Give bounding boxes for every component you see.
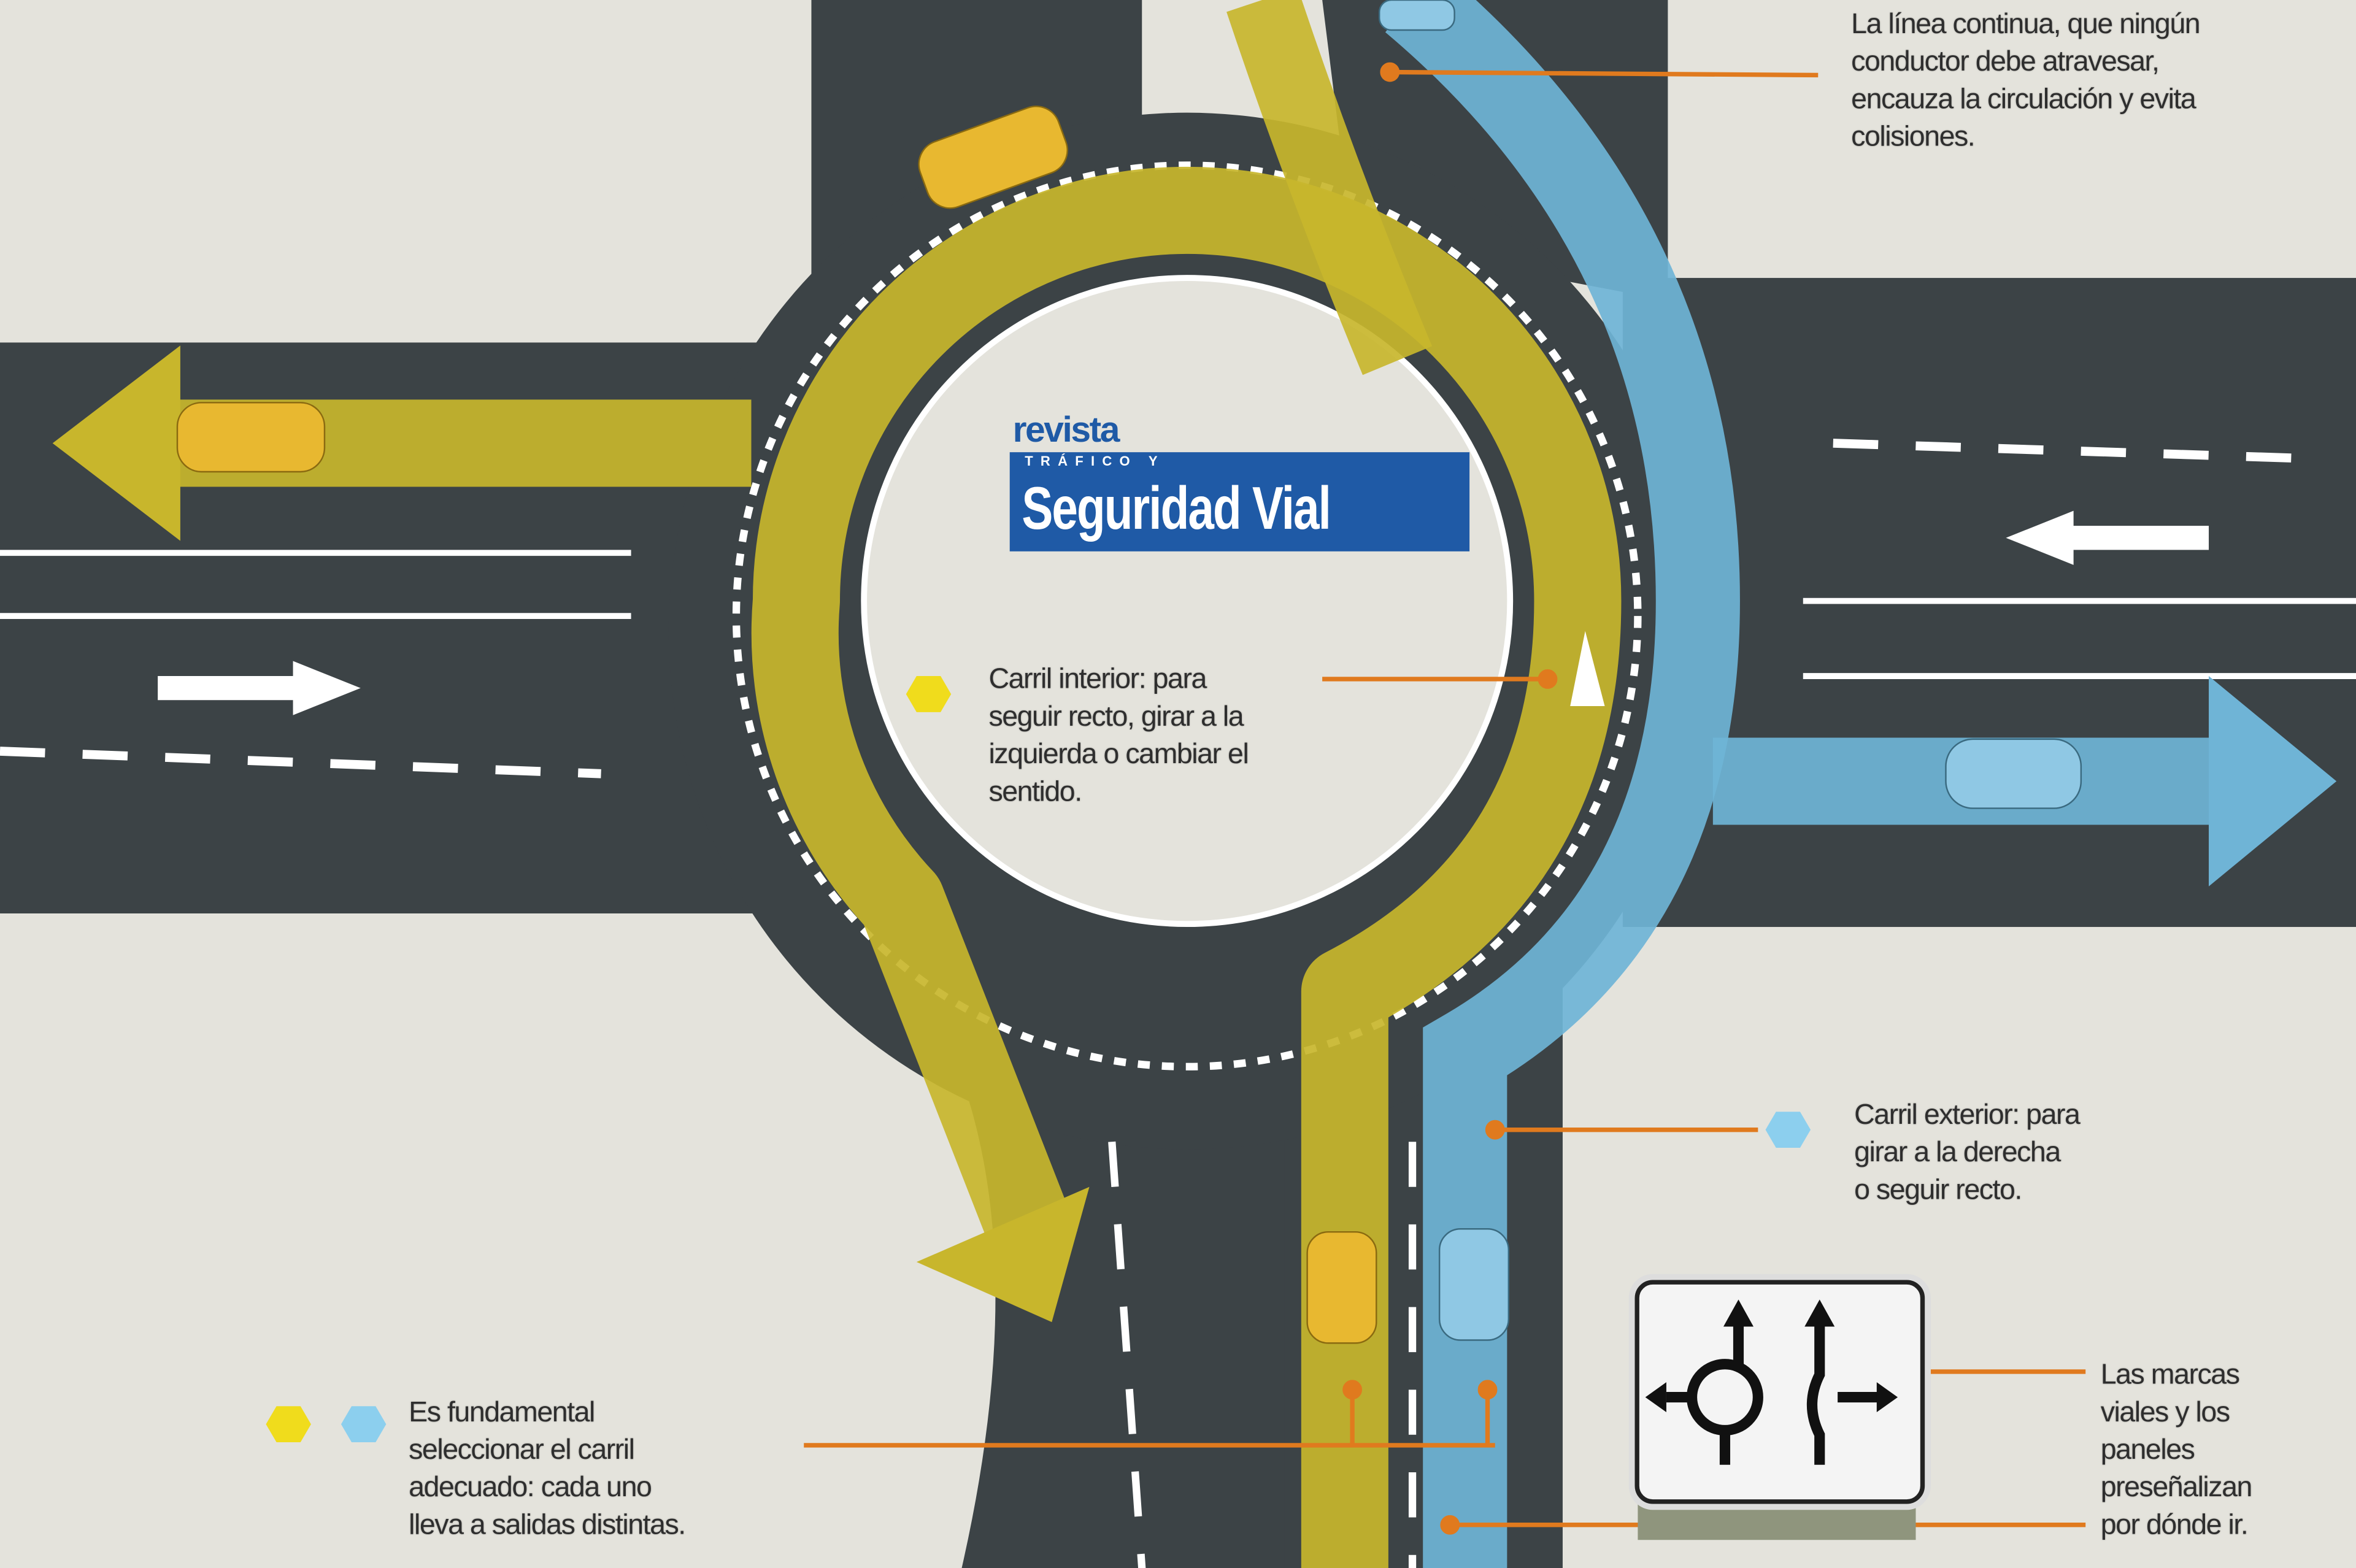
callout-choose-lane: Es fundamental seleccionar el carril ade…	[409, 1397, 686, 1542]
logo-revista: revista	[1012, 410, 1120, 451]
car-yellow-north	[918, 106, 1068, 209]
callout-solid-line: La línea continua, que ningún conductor …	[1851, 9, 2200, 153]
car-yellow-south	[1306, 1231, 1377, 1344]
lane-hexagons	[266, 676, 1811, 1443]
car-blue-east	[1945, 738, 2082, 809]
revista-trafico-logo: revista TRÁFICO Y Seguridad Vial	[1009, 410, 1470, 551]
inner-lane-south-arrowhead	[916, 1186, 1090, 1323]
inner-lane-hexagon-icon	[266, 1406, 311, 1443]
central-island	[861, 275, 1514, 928]
car-yellow-west	[176, 402, 326, 473]
lane-arrows	[158, 510, 2209, 715]
outer-lane-hexagon-icon	[1765, 1112, 1811, 1148]
roundabout-lane-sign	[1634, 1280, 1925, 1504]
logo-background	[1009, 452, 1470, 551]
inner-lane-hexagon-icon	[906, 676, 952, 712]
car-blue-south	[1438, 1228, 1510, 1341]
logo-trafico: TRÁFICO Y	[1025, 453, 1165, 469]
callout-markings: Las marcas viales y los paneles preseñal…	[2100, 1359, 2253, 1542]
logo-seguridad-vial: Seguridad Vial	[1022, 476, 1331, 543]
outer-lane-hexagon-icon	[341, 1406, 387, 1443]
cars	[176, 0, 2082, 1344]
outer-lane-east-arrowhead	[2209, 676, 2337, 886]
callout-outer-lane: Carril exterior: para girar a la derecha…	[1854, 1099, 2081, 1207]
car-blue-north	[1378, 0, 1455, 31]
lane-direction-sign-icon	[1645, 1299, 1898, 1465]
inner-lane-west-arrowhead	[52, 345, 180, 541]
callout-inner-lane: Carril interior: para seguir recto, gira…	[988, 664, 1249, 809]
